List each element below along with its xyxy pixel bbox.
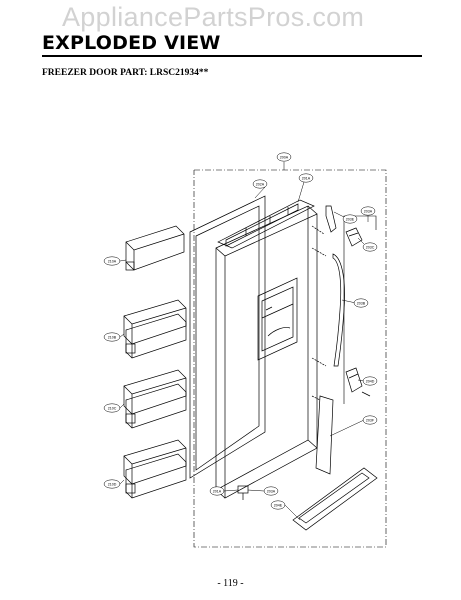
callout-basket-3: 210C: [108, 406, 117, 410]
bottom-trim: [292, 467, 378, 531]
hinge-cover-upper: [311, 205, 337, 235]
door-gasket: [189, 195, 266, 479]
callout-door-assembly: 200A: [280, 155, 289, 159]
handle-cap-upper: [345, 227, 363, 247]
basket-3: [123, 369, 187, 429]
callout-hinge-lower: 203F: [366, 418, 375, 422]
callout-screw: 203A: [267, 489, 276, 493]
page-number: - 119 -: [217, 578, 244, 589]
door-handle: [311, 247, 345, 367]
dispenser-recess: [257, 277, 298, 361]
part-label: FREEZER DOOR PART: LRSC21934**: [42, 68, 209, 78]
callout-basket-2: 210B: [108, 335, 117, 339]
basket-4: [123, 439, 187, 499]
callout-cover-group: 203A: [364, 209, 373, 213]
page-title: EXPLODED VIEW: [42, 32, 221, 54]
callout-bubbles: [103, 152, 378, 510]
leader-lines: [119, 162, 369, 521]
callout-handle-cap: 204D: [366, 379, 375, 383]
basket-2: [123, 299, 187, 359]
assembly-boundary: [193, 169, 387, 548]
callout-trim-lower: 204E: [274, 503, 283, 507]
callout-handle: 203B: [357, 301, 366, 305]
lower-hinge: [237, 485, 249, 500]
hinge-lower-strip: [311, 395, 334, 475]
callout-cap-lower: 201A: [213, 489, 222, 493]
callout-hinge-cover-upper: 203E: [346, 217, 355, 221]
door-panel: [215, 205, 318, 499]
callout-gasket: 202A: [256, 182, 265, 186]
handle-cap-lower: [345, 367, 371, 397]
door-top-cap: [217, 199, 315, 249]
title-rule: [42, 55, 422, 57]
callout-basket-4: 210D: [108, 482, 117, 486]
callout-cap-upper: 201A: [302, 176, 311, 180]
watermark: AppliancePartsPros.com: [62, 2, 365, 32]
callout-basket-top: 210A: [108, 259, 117, 263]
detail-bracket: [343, 215, 377, 236]
callout-cover-part: 203C: [366, 245, 375, 249]
basket-top: [125, 225, 185, 271]
